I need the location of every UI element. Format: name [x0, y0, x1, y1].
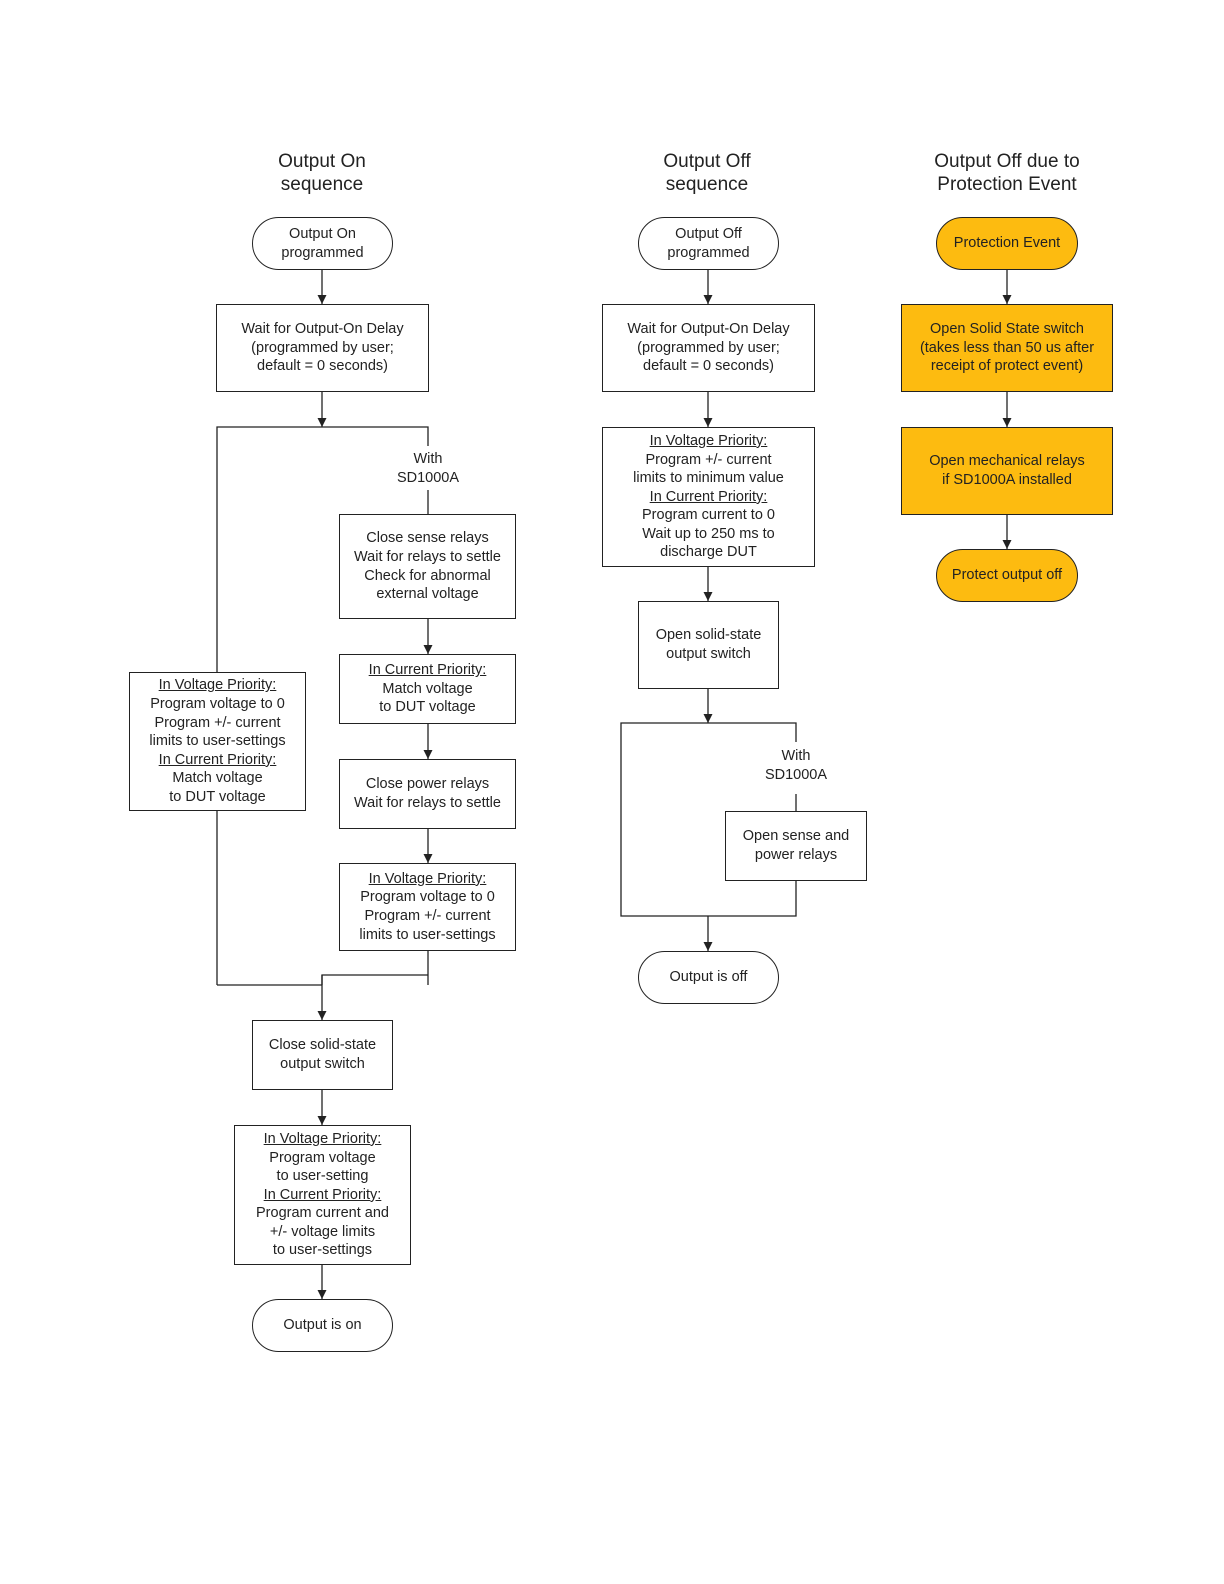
off-open-switch-node: Open solid-state output switch [638, 601, 779, 689]
off-start-node: Output Off programmed [638, 217, 779, 270]
on-delay-node: Wait for Output-On Delay (programmed by … [216, 304, 429, 392]
title-output-on: Output On sequence [278, 151, 366, 195]
off-branch-label: With SD1000A [746, 747, 846, 785]
prot-open-ss-node: Open Solid State switch (takes less than… [901, 304, 1113, 392]
off-program-node: In Voltage Priority: Program +/- current… [602, 427, 815, 567]
off-edge-relays-merge [708, 881, 797, 917]
on-right-voltage-priority-node: In Voltage Priority: Program voltage to … [339, 863, 516, 951]
off-delay-node: Wait for Output-On Delay (programmed by … [602, 304, 815, 392]
on-final-program-node: In Voltage Priority: Program voltage to … [234, 1125, 411, 1265]
prot-end-node: Protect output off [936, 549, 1078, 602]
on-sense-relays-node: Close sense relays Wait for relays to se… [339, 514, 516, 619]
on-power-relays-node: Close power relays Wait for relays to se… [339, 759, 516, 829]
title-output-off: Output Off sequence [663, 151, 751, 195]
on-end-node: Output is on [252, 1299, 393, 1352]
on-close-switch-node: Close solid-state output switch [252, 1020, 393, 1090]
on-start-node: Output On programmed [252, 217, 393, 270]
on-branch-label: With SD1000A [378, 450, 478, 488]
on-match-voltage-node: In Current Priority: Match voltage to DU… [339, 654, 516, 724]
prot-open-mech-node: Open mechanical relays if SD1000A instal… [901, 427, 1113, 515]
prot-start-node: Protection Event [936, 217, 1078, 270]
title-protection: Output Off due to Protection Event [934, 151, 1080, 195]
on-merge-bar-right [321, 974, 428, 985]
off-open-relays-node: Open sense and power relays [725, 811, 867, 881]
on-left-priority-node: In Voltage Priority: Program voltage to … [129, 672, 306, 811]
off-end-node: Output is off [638, 951, 779, 1004]
